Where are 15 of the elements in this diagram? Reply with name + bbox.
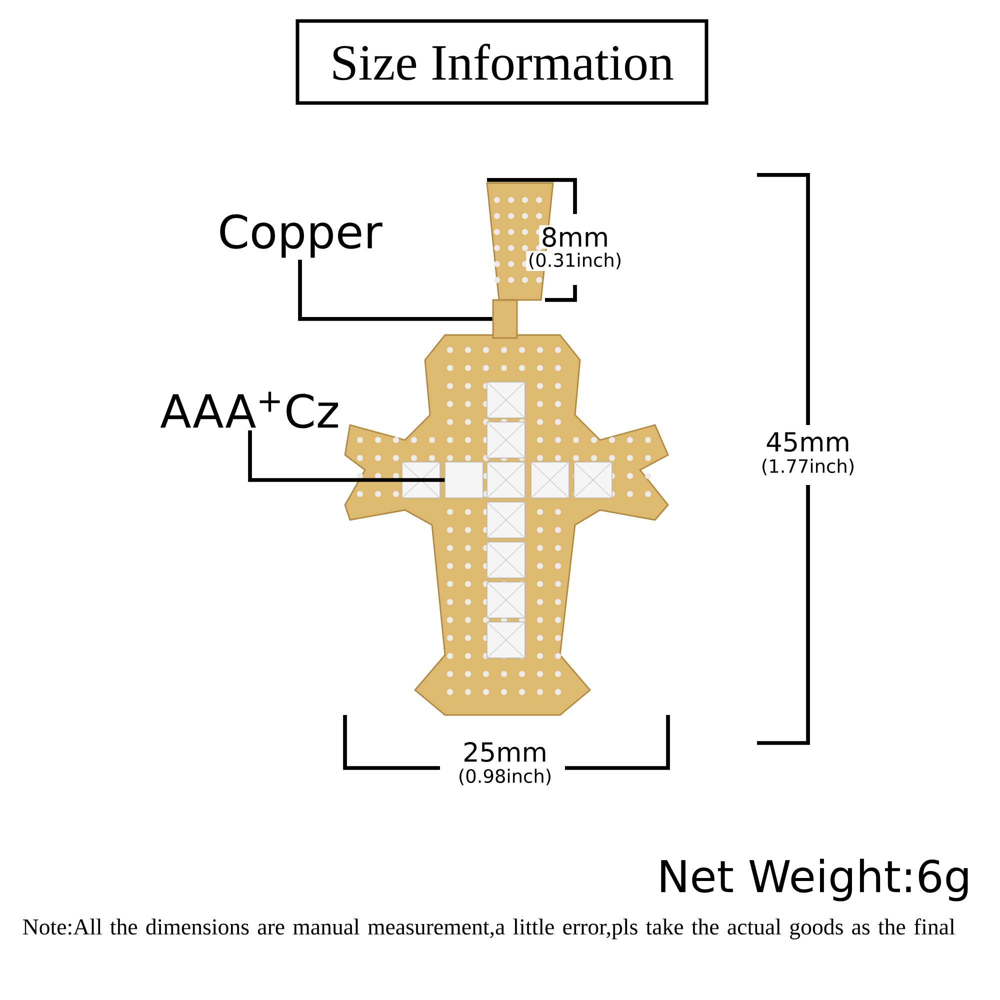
dimension-label: (1.77inch) — [759, 457, 857, 477]
material-label: AAA$^{+}$Cz — [160, 392, 338, 428]
note-text: Note:All the dimensions are manual measurement,a little error,pls take the actual goods as the final — [23, 918, 955, 940]
weight-label: Net Weight:6g — [661, 858, 968, 902]
leader-line — [298, 260, 492, 321]
dimension-label: 8mm — [539, 225, 611, 249]
dimension-label: 25mm — [460, 740, 550, 764]
dimension-label: 45mm — [764, 430, 852, 454]
dimension-label: (0.31inch) — [526, 251, 624, 271]
bail-link — [492, 299, 518, 339]
leader-line — [248, 430, 445, 482]
title-box: Size Information — [296, 19, 708, 105]
material-label: Copper — [220, 214, 382, 258]
dimension-label: (0.98inch) — [456, 767, 554, 787]
stone — [444, 462, 484, 498]
